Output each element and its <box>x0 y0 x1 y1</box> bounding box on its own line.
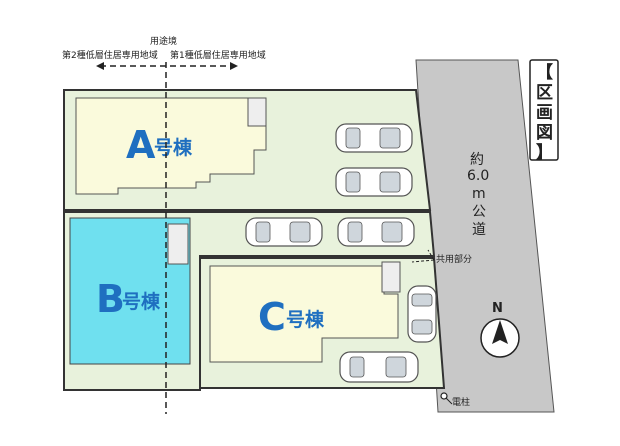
utility-pole-icon <box>440 392 448 400</box>
title-char-5: 】 <box>536 142 553 163</box>
house-b-entry <box>167 223 189 265</box>
car-icon <box>339 351 419 383</box>
car-icon <box>245 217 323 247</box>
title-char-2: 区 <box>536 83 553 103</box>
road-char-5: 道 <box>472 222 486 238</box>
house-b-letter: B <box>96 277 125 321</box>
zoning-arrow-right-icon <box>230 62 238 70</box>
shared-area-pointer <box>411 259 435 263</box>
title-char-3: 画 <box>536 103 553 123</box>
compass-needle-icon <box>492 320 508 344</box>
zoning-arrow-left-icon <box>96 62 104 70</box>
house-a-letter: A <box>126 123 156 167</box>
zoning-right-label: 第1種低層住居専用地域 <box>170 49 266 61</box>
house-c-letter: C <box>258 295 286 339</box>
zoning-boundary-label: 用途境 <box>150 35 177 47</box>
road-char-2: 6.0 <box>467 168 489 184</box>
car-icon <box>407 285 437 343</box>
zoning-left-label: 第2種低層住居専用地域 <box>62 49 158 61</box>
house-a-suffix: 号棟 <box>154 136 193 159</box>
house-c-suffix: 号棟 <box>286 308 325 331</box>
house-b-suffix: 号棟 <box>122 290 161 313</box>
title-box <box>529 59 559 161</box>
house-c-entry <box>381 261 401 293</box>
car-icon <box>335 167 413 197</box>
utility-pole-leader <box>445 397 453 405</box>
road-char-1: 約 <box>470 152 484 168</box>
compass-north-label: N <box>492 301 503 316</box>
utility-pole-label: 電柱 <box>452 396 470 408</box>
shared-area-label: 共用部分 <box>436 253 472 265</box>
title-char-4: 図 <box>536 123 553 143</box>
car-icon <box>337 217 415 247</box>
road-char-3: m <box>472 186 486 202</box>
car-icon <box>335 123 413 153</box>
house-a-entry <box>247 97 267 127</box>
shared-area-pointer-2 <box>427 249 435 261</box>
road-char-4: 公 <box>472 204 486 220</box>
title-char-1: 【 <box>536 62 553 83</box>
